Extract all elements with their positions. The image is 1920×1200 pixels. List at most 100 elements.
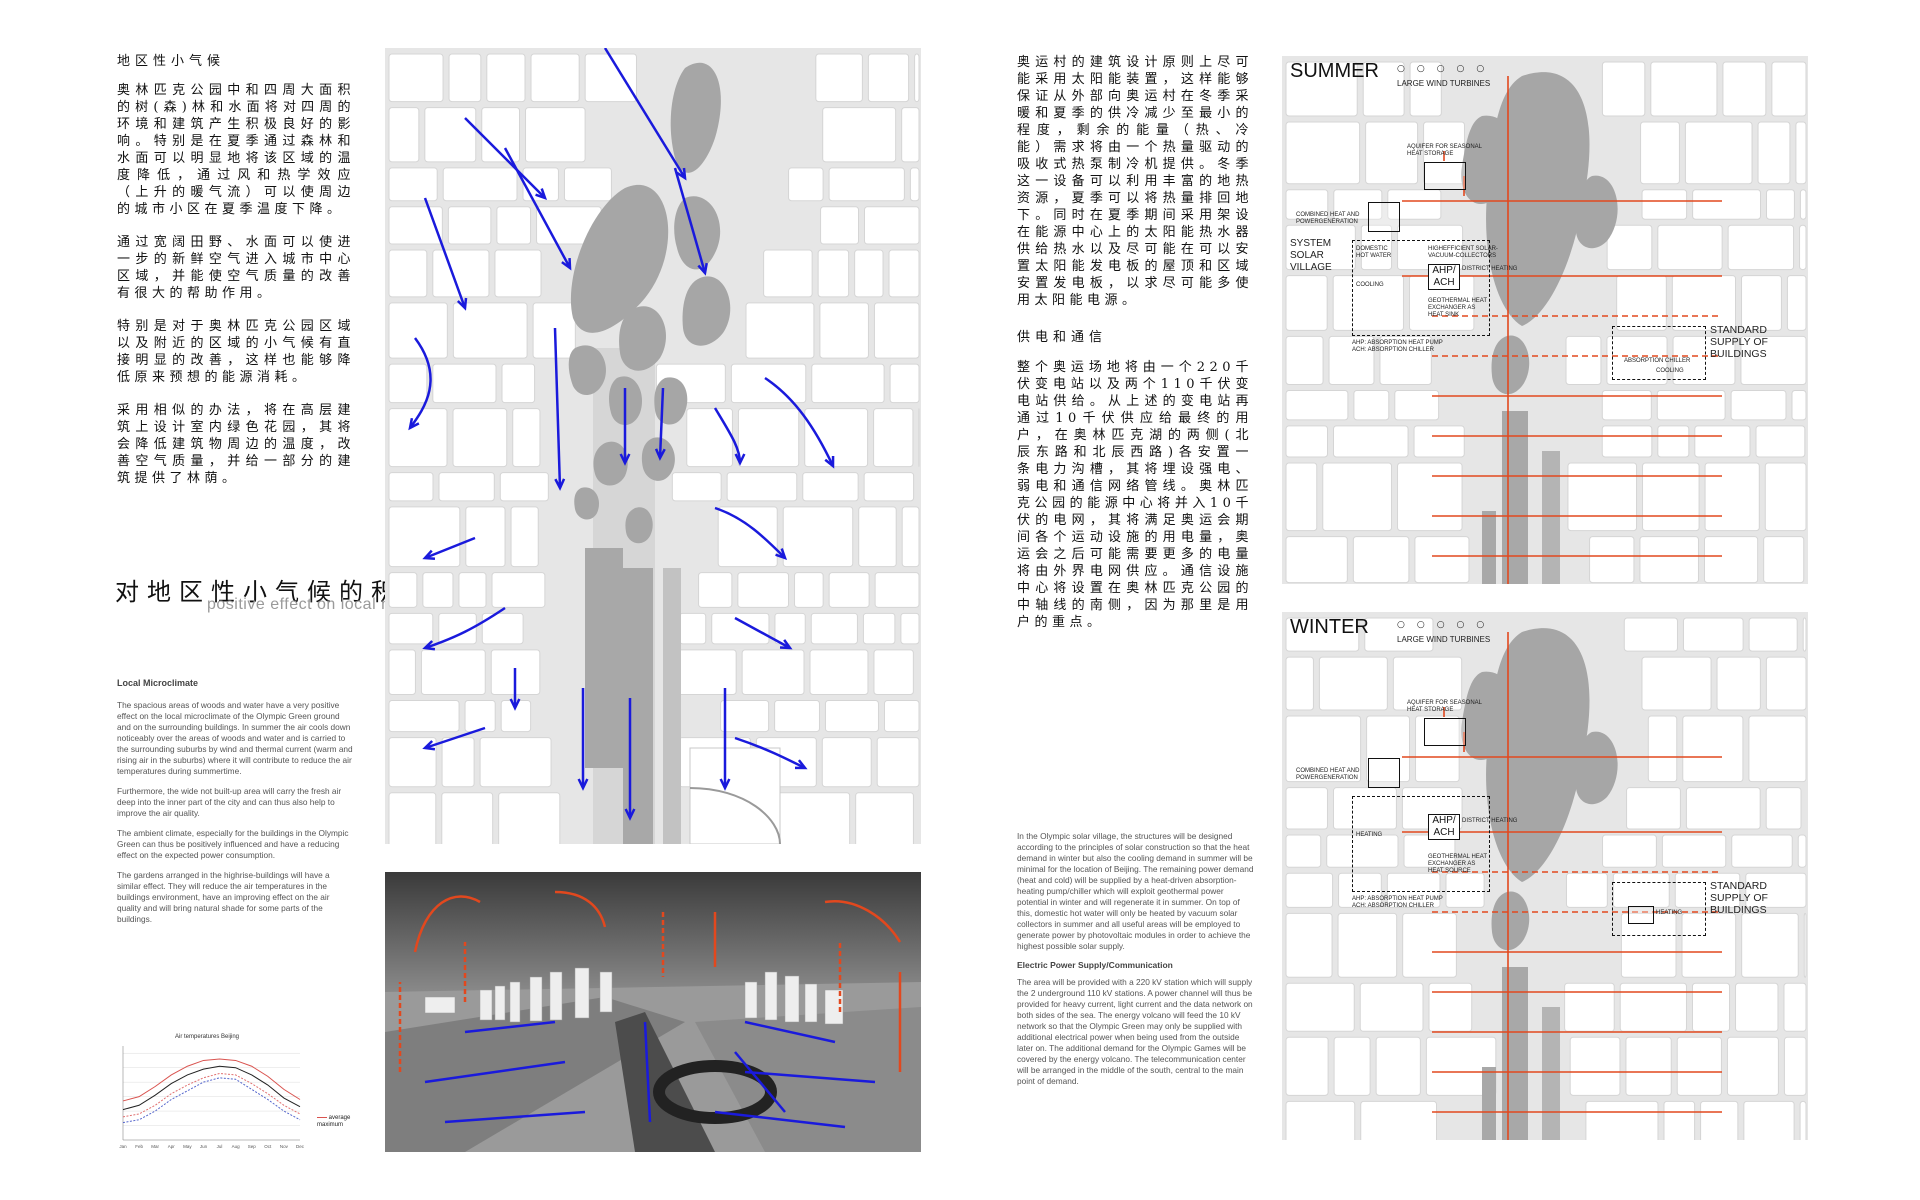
city-block [1727, 224, 1795, 271]
system-label: SYSTEM SOLAR VILLAGE [1290, 238, 1332, 273]
wind-arrow [424, 1060, 566, 1084]
ahp-legend: AHP: ABSORPTION HEAT PUMP ACH: ABSORPTIO… [1352, 896, 1443, 909]
chart-series-line [122, 1058, 301, 1102]
city-block [1730, 389, 1787, 421]
city-block [510, 506, 539, 568]
city-block [888, 249, 920, 298]
city-block [388, 737, 437, 788]
city-block [1755, 425, 1806, 458]
wind-arrow [424, 726, 486, 750]
city-block [1285, 536, 1348, 584]
city-block [388, 612, 434, 645]
city-block [479, 737, 552, 788]
city-block [1589, 536, 1635, 584]
wind-arrowhead [535, 188, 548, 201]
city-block [1285, 425, 1328, 458]
chart-x-tick: Mar [151, 1144, 159, 1149]
heating-unit-box [1628, 906, 1654, 924]
city-block [811, 363, 885, 404]
standard-supply-box [1612, 326, 1706, 380]
ahp-legend: AHP: ABSORPTION HEAT PUMP ACH: ABSORPTIO… [1352, 340, 1443, 353]
city-block [889, 363, 920, 404]
city-block [763, 249, 813, 298]
city-block [1657, 425, 1690, 458]
city-block [1650, 61, 1718, 117]
aquifer-label: AQUIFER FOR SEASONAL HEAT STORAGE [1407, 700, 1482, 713]
city-block [774, 699, 820, 733]
park-shape [1486, 72, 1590, 326]
solar-village-text-zh: 奥运村的建筑设计原则上尽可能采用太阳能装置，这样能够保证从外部向奥运村在冬季采暖… [1017, 54, 1253, 309]
chart-x-tick: Nov [280, 1144, 289, 1149]
city-block [1726, 1036, 1779, 1096]
en-paragraph: The ambient climate, especially for the … [117, 828, 349, 860]
city-block [388, 363, 428, 404]
chart-x-tick: Dec [296, 1144, 305, 1149]
city-block [1745, 872, 1807, 908]
city-block [1397, 462, 1463, 532]
city-block [1639, 536, 1699, 584]
legend-label: average maximum [317, 1115, 351, 1128]
city-block [1641, 189, 1688, 220]
city-block [1674, 872, 1741, 908]
zh-paragraph: 整个奥运场地将由一个220千伏变电站以及两个110千伏变电站供给。从上述的变电站… [1017, 360, 1253, 630]
park-shape [1491, 891, 1530, 951]
wind-arrow [673, 167, 707, 274]
city-block [420, 649, 486, 695]
city-block [1392, 656, 1463, 711]
city-block [1414, 536, 1470, 584]
city-block [914, 53, 920, 103]
park-shape [1491, 335, 1530, 395]
chart-title: Air temperatures Beijing [175, 1034, 239, 1040]
city-block [1601, 389, 1652, 421]
city-block [698, 572, 733, 608]
city-block [1285, 1036, 1329, 1096]
chart-x-tick: Sep [248, 1144, 257, 1149]
cooling-label: COOLING [1356, 282, 1384, 288]
city-block [726, 472, 798, 502]
city-block [1704, 462, 1760, 532]
standard-supply-box [1612, 882, 1706, 936]
chart-series-line [122, 1077, 301, 1124]
city-block [1763, 536, 1805, 584]
city-block [525, 107, 586, 163]
city-block [745, 302, 815, 359]
ahp-box: AHP/ ACH [1428, 264, 1460, 290]
city-block [854, 249, 884, 298]
city-block [1285, 121, 1361, 185]
city-block [1748, 715, 1807, 783]
turbines-label: LARGE WIND TURBINES [1397, 635, 1491, 644]
city-block [1626, 787, 1681, 830]
cooling2-label: COOLING [1656, 368, 1684, 374]
city-block [1623, 617, 1678, 652]
wind-arrow [423, 197, 467, 309]
city-block [1402, 912, 1457, 978]
wind-arrow [714, 1110, 846, 1129]
city-block [1764, 462, 1807, 532]
wind-arrow [408, 337, 432, 429]
city-block [741, 649, 805, 695]
wind-flow-map [385, 48, 921, 844]
wind-arrowhead [675, 167, 687, 181]
zh-paragraph: 采用相似的办法，将在高层建筑上设计室内绿色花园，其将会降低建筑物周边的温度，改善… [117, 403, 355, 486]
city-block [465, 506, 506, 568]
city-block [1757, 121, 1791, 185]
city-block [1333, 1036, 1371, 1096]
city-block [1722, 61, 1767, 117]
wind-arrow [643, 1021, 652, 1123]
city-block [1685, 787, 1761, 830]
wind-arrow [713, 407, 742, 464]
city-block [686, 408, 733, 468]
city-block [1741, 275, 1782, 331]
city-block [584, 53, 637, 103]
wind-arrowhead [422, 549, 436, 560]
wind-arrow [734, 736, 806, 770]
heat-arrow [413, 895, 481, 953]
city-block [1740, 335, 1807, 385]
city-block [828, 167, 905, 202]
solar-village-text-en: In the Olympic solar village, the struct… [1017, 831, 1257, 1087]
wind-arrowhead [577, 778, 589, 791]
en-paragraph: In the Olympic solar village, the struct… [1017, 831, 1254, 951]
solar-village-box [1352, 240, 1490, 336]
city-block [864, 206, 920, 245]
